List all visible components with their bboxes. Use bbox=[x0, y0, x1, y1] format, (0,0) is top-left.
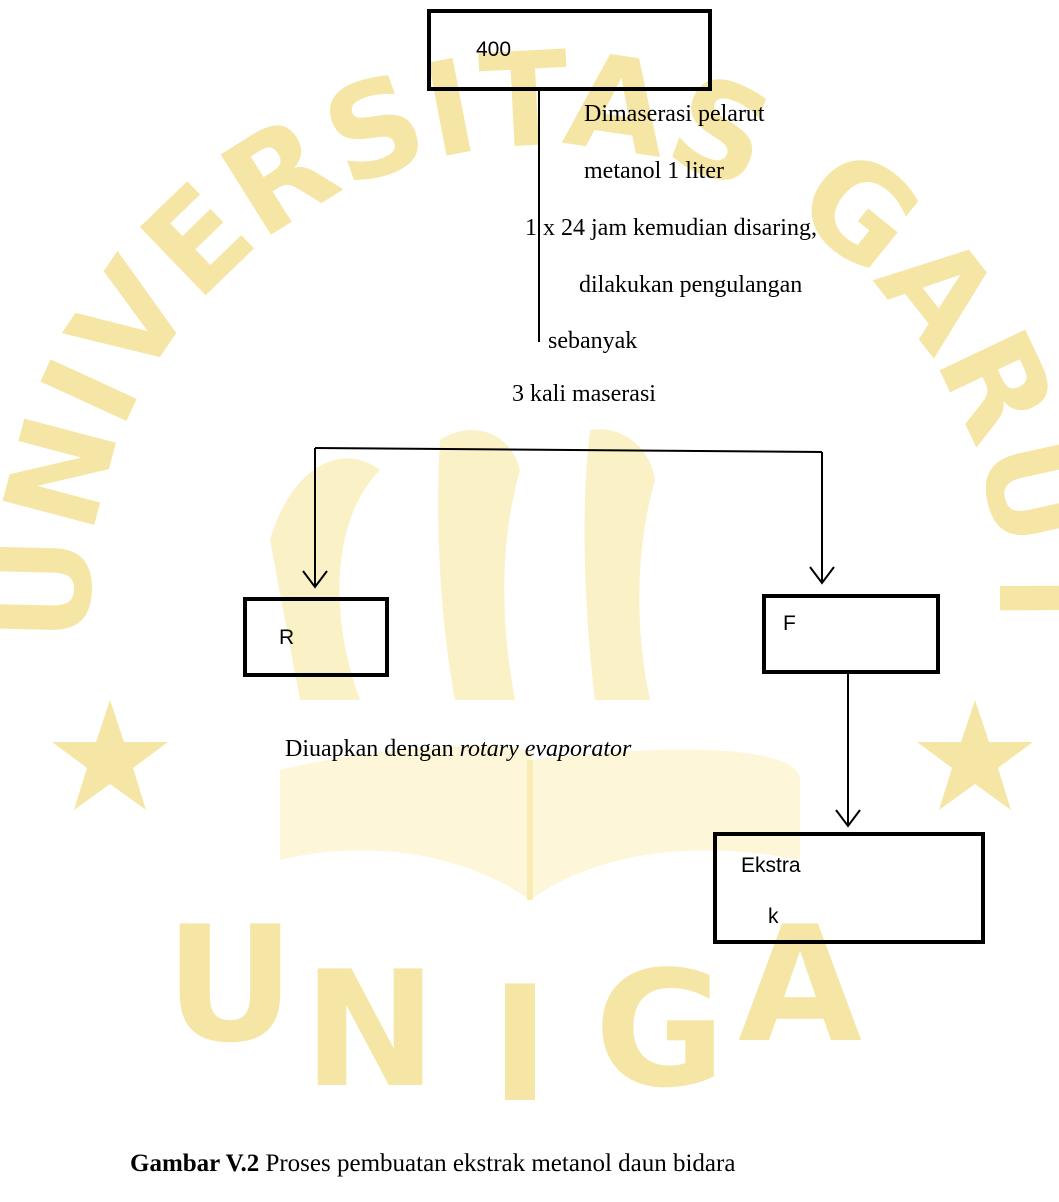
arrow-head-icon bbox=[302, 570, 328, 589]
extract-box-label-line-1: Ekstra bbox=[741, 854, 801, 877]
maceration-note-line-6: 3 kali maserasi bbox=[512, 381, 656, 407]
extract-box bbox=[713, 832, 985, 944]
evaporation-note-prefix: Diuapkan dengan bbox=[285, 736, 460, 762]
star-icon bbox=[917, 700, 1033, 810]
star-icon bbox=[52, 700, 168, 810]
maceration-note-line-2: metanol 1 liter bbox=[584, 158, 724, 184]
evaporation-note: Diuapkan dengan rotary evaporator bbox=[285, 736, 631, 763]
emblem-icon bbox=[270, 429, 800, 900]
start-box bbox=[427, 9, 712, 91]
maceration-note-line-5: sebanyak bbox=[548, 328, 638, 354]
figure-caption-text: Proses pembuatan ekstrak metanol daun bi… bbox=[259, 1150, 736, 1177]
watermark-letter: U bbox=[165, 891, 295, 1078]
connector-line bbox=[314, 447, 823, 453]
maceration-note-line-1: Dimaserasi pelarut bbox=[584, 101, 765, 127]
start-box-label: 400 bbox=[476, 38, 512, 61]
watermark-letter: N bbox=[303, 936, 437, 1123]
extract-box-label-line-2: k bbox=[768, 905, 779, 928]
figure-caption: Gambar V.2 Proses pembuatan ekstrak meta… bbox=[130, 1150, 735, 1178]
watermark-letter: G bbox=[594, 936, 725, 1123]
maceration-note-line-4: dilakukan pengulangan bbox=[579, 272, 803, 298]
filtrate-box bbox=[762, 594, 940, 674]
arrow-head-icon bbox=[809, 566, 835, 585]
watermark-letter: I bbox=[490, 951, 550, 1138]
filtrate-box-label: F bbox=[783, 612, 796, 635]
residue-box-label: R bbox=[279, 626, 295, 649]
figure-caption-label: Gambar V.2 bbox=[130, 1150, 260, 1177]
maceration-note-line-3: 1 x 24 jam kemudian disaring, bbox=[525, 215, 817, 241]
residue-box bbox=[243, 597, 389, 677]
watermark-letter: A bbox=[738, 891, 862, 1078]
arrow-head-icon bbox=[835, 809, 861, 828]
evaporation-note-italic: rotary evaporator bbox=[459, 736, 632, 762]
